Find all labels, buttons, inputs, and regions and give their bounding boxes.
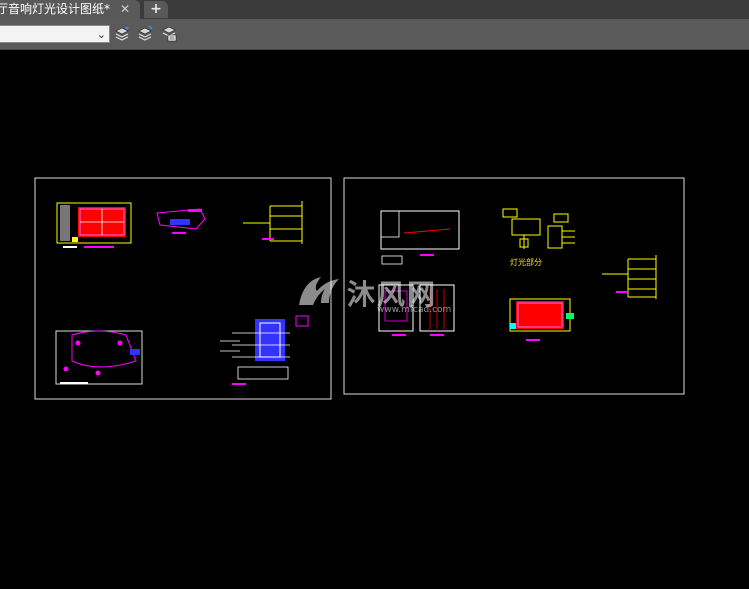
new-tab-button[interactable]: +	[144, 1, 168, 18]
plan-seating-left	[56, 202, 132, 248]
watermark-logo-icon	[299, 277, 339, 305]
layer-state-icon[interactable]	[113, 25, 131, 43]
sheet-label-lighting: 灯光部分	[510, 258, 542, 267]
system-diagram-left	[220, 315, 309, 385]
plan-top-right-sheet	[380, 210, 460, 265]
section-view-left	[156, 208, 206, 234]
lighting-schematic-right	[502, 208, 575, 249]
document-tab-title: 厅音响灯光设计图纸*	[0, 2, 111, 16]
layer-toolbar: ⌄	[0, 19, 749, 50]
layer-dropdown[interactable]: ⌄	[0, 25, 110, 43]
watermark-text: 沐风网	[347, 278, 438, 311]
close-tab-icon[interactable]: ✕	[119, 2, 130, 16]
circuit-diagram-left	[243, 201, 303, 244]
layer-match-icon[interactable]	[160, 25, 178, 43]
drawing-canvas[interactable]: 灯光部分 沐风网 www.mfcad.com	[0, 51, 749, 589]
document-tab-bar: 厅音响灯光设计图纸* ✕ +	[0, 0, 749, 19]
circuit-diagram-right	[602, 255, 657, 299]
chevron-down-icon[interactable]: ⌄	[96, 28, 106, 41]
plan-seating-right	[509, 298, 574, 341]
elevation-views-right	[378, 284, 455, 336]
watermark-url: www.mfcad.com	[377, 305, 452, 315]
sheet-frame-right	[343, 177, 685, 395]
layer-isolate-icon[interactable]	[136, 25, 154, 43]
plan-lower-left	[55, 330, 143, 385]
document-tab[interactable]: 厅音响灯光设计图纸* ✕	[0, 0, 140, 19]
cad-drawing	[34, 177, 685, 400]
